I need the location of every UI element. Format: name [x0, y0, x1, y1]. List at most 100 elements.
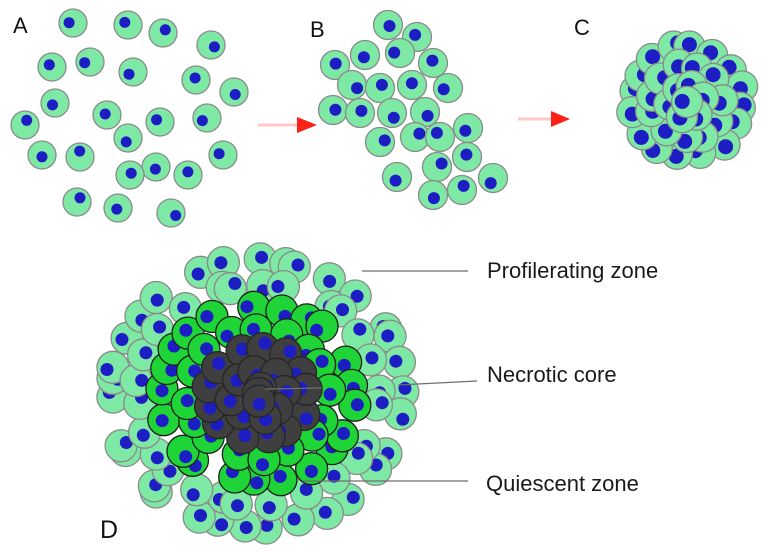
cell-nucleus — [460, 148, 473, 161]
panel-c-cells — [616, 30, 759, 170]
cell-nucleus — [396, 412, 410, 426]
cell-nucleus — [681, 37, 697, 53]
cell-nucleus — [63, 17, 75, 29]
cell-nucleus — [329, 57, 342, 70]
cell-nucleus — [299, 412, 313, 426]
cell-nucleus — [310, 323, 324, 337]
cell-nucleus — [189, 72, 201, 84]
cell-nucleus — [215, 518, 229, 532]
cell-nucleus — [155, 384, 169, 398]
cell-nucleus — [350, 289, 364, 303]
cell-nucleus — [153, 320, 167, 334]
cell-nucleus — [213, 148, 225, 160]
cell-nucleus — [381, 329, 395, 343]
cell-nucleus — [120, 136, 132, 148]
cell-nucleus — [43, 59, 55, 71]
cell-nucleus — [389, 174, 402, 187]
cell-nucleus — [258, 336, 272, 350]
cell-nucleus — [375, 396, 389, 410]
leader-line-necrotic — [397, 380, 478, 386]
cell-nucleus — [214, 256, 228, 270]
zone-label-quiescent: Quiescent zone — [486, 471, 639, 496]
cell-nucleus — [228, 277, 242, 290]
panel-d: D — [96, 242, 420, 545]
cell-nucleus — [212, 357, 226, 370]
cell-nucleus — [287, 512, 301, 526]
panel-b: B — [310, 9, 509, 211]
arrow-a-to-b — [258, 117, 317, 133]
cell-nucleus — [191, 267, 205, 281]
arrow-b-to-c — [518, 111, 570, 127]
cell-nucleus — [149, 163, 161, 175]
cell-nucleus — [115, 333, 129, 346]
cell-nucleus — [260, 518, 274, 532]
cell-nucleus — [350, 398, 364, 412]
cell-nucleus — [74, 145, 86, 157]
panel-label-c: C — [574, 15, 590, 40]
cell-nucleus — [237, 410, 251, 424]
cell-nucleus — [312, 427, 326, 441]
transition-arrows — [258, 111, 570, 133]
cell-nucleus — [238, 429, 252, 442]
leader-line-necrotic — [264, 387, 323, 390]
cell-nucleus — [139, 346, 153, 360]
cell-nucleus — [100, 363, 114, 376]
cell-nucleus — [179, 323, 193, 337]
cell-nucleus — [405, 77, 418, 90]
cell-nucleus — [136, 428, 150, 442]
cell-nucleus — [231, 499, 244, 513]
zone-label-necrotic: Necrotic core — [487, 362, 617, 387]
panel-b-cells — [317, 9, 509, 211]
cell-nucleus — [250, 476, 264, 490]
cell-nucleus — [353, 322, 367, 336]
panel-a-cells — [10, 8, 249, 228]
cell-nucleus — [323, 387, 337, 401]
cell-nucleus — [674, 93, 690, 109]
cell-nucleus — [388, 46, 401, 59]
cell-nucleus — [196, 115, 208, 127]
cell-nucleus — [283, 345, 297, 358]
cell-nucleus — [177, 300, 191, 314]
cell-nucleus — [252, 397, 266, 411]
cell-nucleus — [426, 54, 439, 67]
cell-nucleus — [645, 49, 661, 65]
cell-nucleus — [389, 354, 403, 368]
cell-nucleus — [180, 394, 194, 408]
cell-nucleus — [47, 99, 58, 111]
cell-nucleus — [125, 167, 137, 179]
cell-nucleus — [150, 451, 164, 465]
cell-nucleus — [256, 458, 269, 472]
cell-nucleus — [194, 509, 207, 522]
cell-nucleus — [135, 373, 149, 387]
cell-nucleus — [336, 303, 349, 317]
cell-nucleus — [74, 192, 86, 204]
arrow-head-icon — [551, 111, 570, 127]
panel-label-d: D — [100, 516, 118, 544]
cell-nucleus — [151, 114, 163, 126]
cell-body — [65, 142, 95, 172]
cell-nucleus — [421, 109, 434, 122]
cell-nucleus — [409, 28, 422, 41]
cell-nucleus — [437, 83, 450, 96]
cell-nucleus — [155, 414, 169, 428]
cell-nucleus — [179, 450, 193, 464]
panel-c: C — [574, 15, 759, 170]
panel-a: A — [10, 8, 249, 228]
cell-nucleus — [229, 89, 241, 100]
panel-label-a: A — [13, 13, 28, 38]
cell-nucleus — [111, 203, 123, 215]
cell-nucleus — [187, 417, 201, 431]
cell-nucleus — [200, 342, 214, 356]
cell-nucleus — [21, 114, 33, 126]
cell-nucleus — [200, 310, 214, 324]
cell-nucleus — [203, 401, 217, 415]
cell-nucleus — [255, 250, 269, 264]
cell-nucleus — [427, 192, 440, 205]
cell-nucleus — [240, 300, 254, 314]
cell-nucleus — [355, 104, 368, 117]
cell-nucleus — [99, 108, 111, 120]
cell-nucleus — [273, 469, 287, 483]
cell-nucleus — [208, 41, 220, 53]
cell-nucleus — [633, 129, 649, 145]
cell-nucleus — [170, 210, 182, 221]
